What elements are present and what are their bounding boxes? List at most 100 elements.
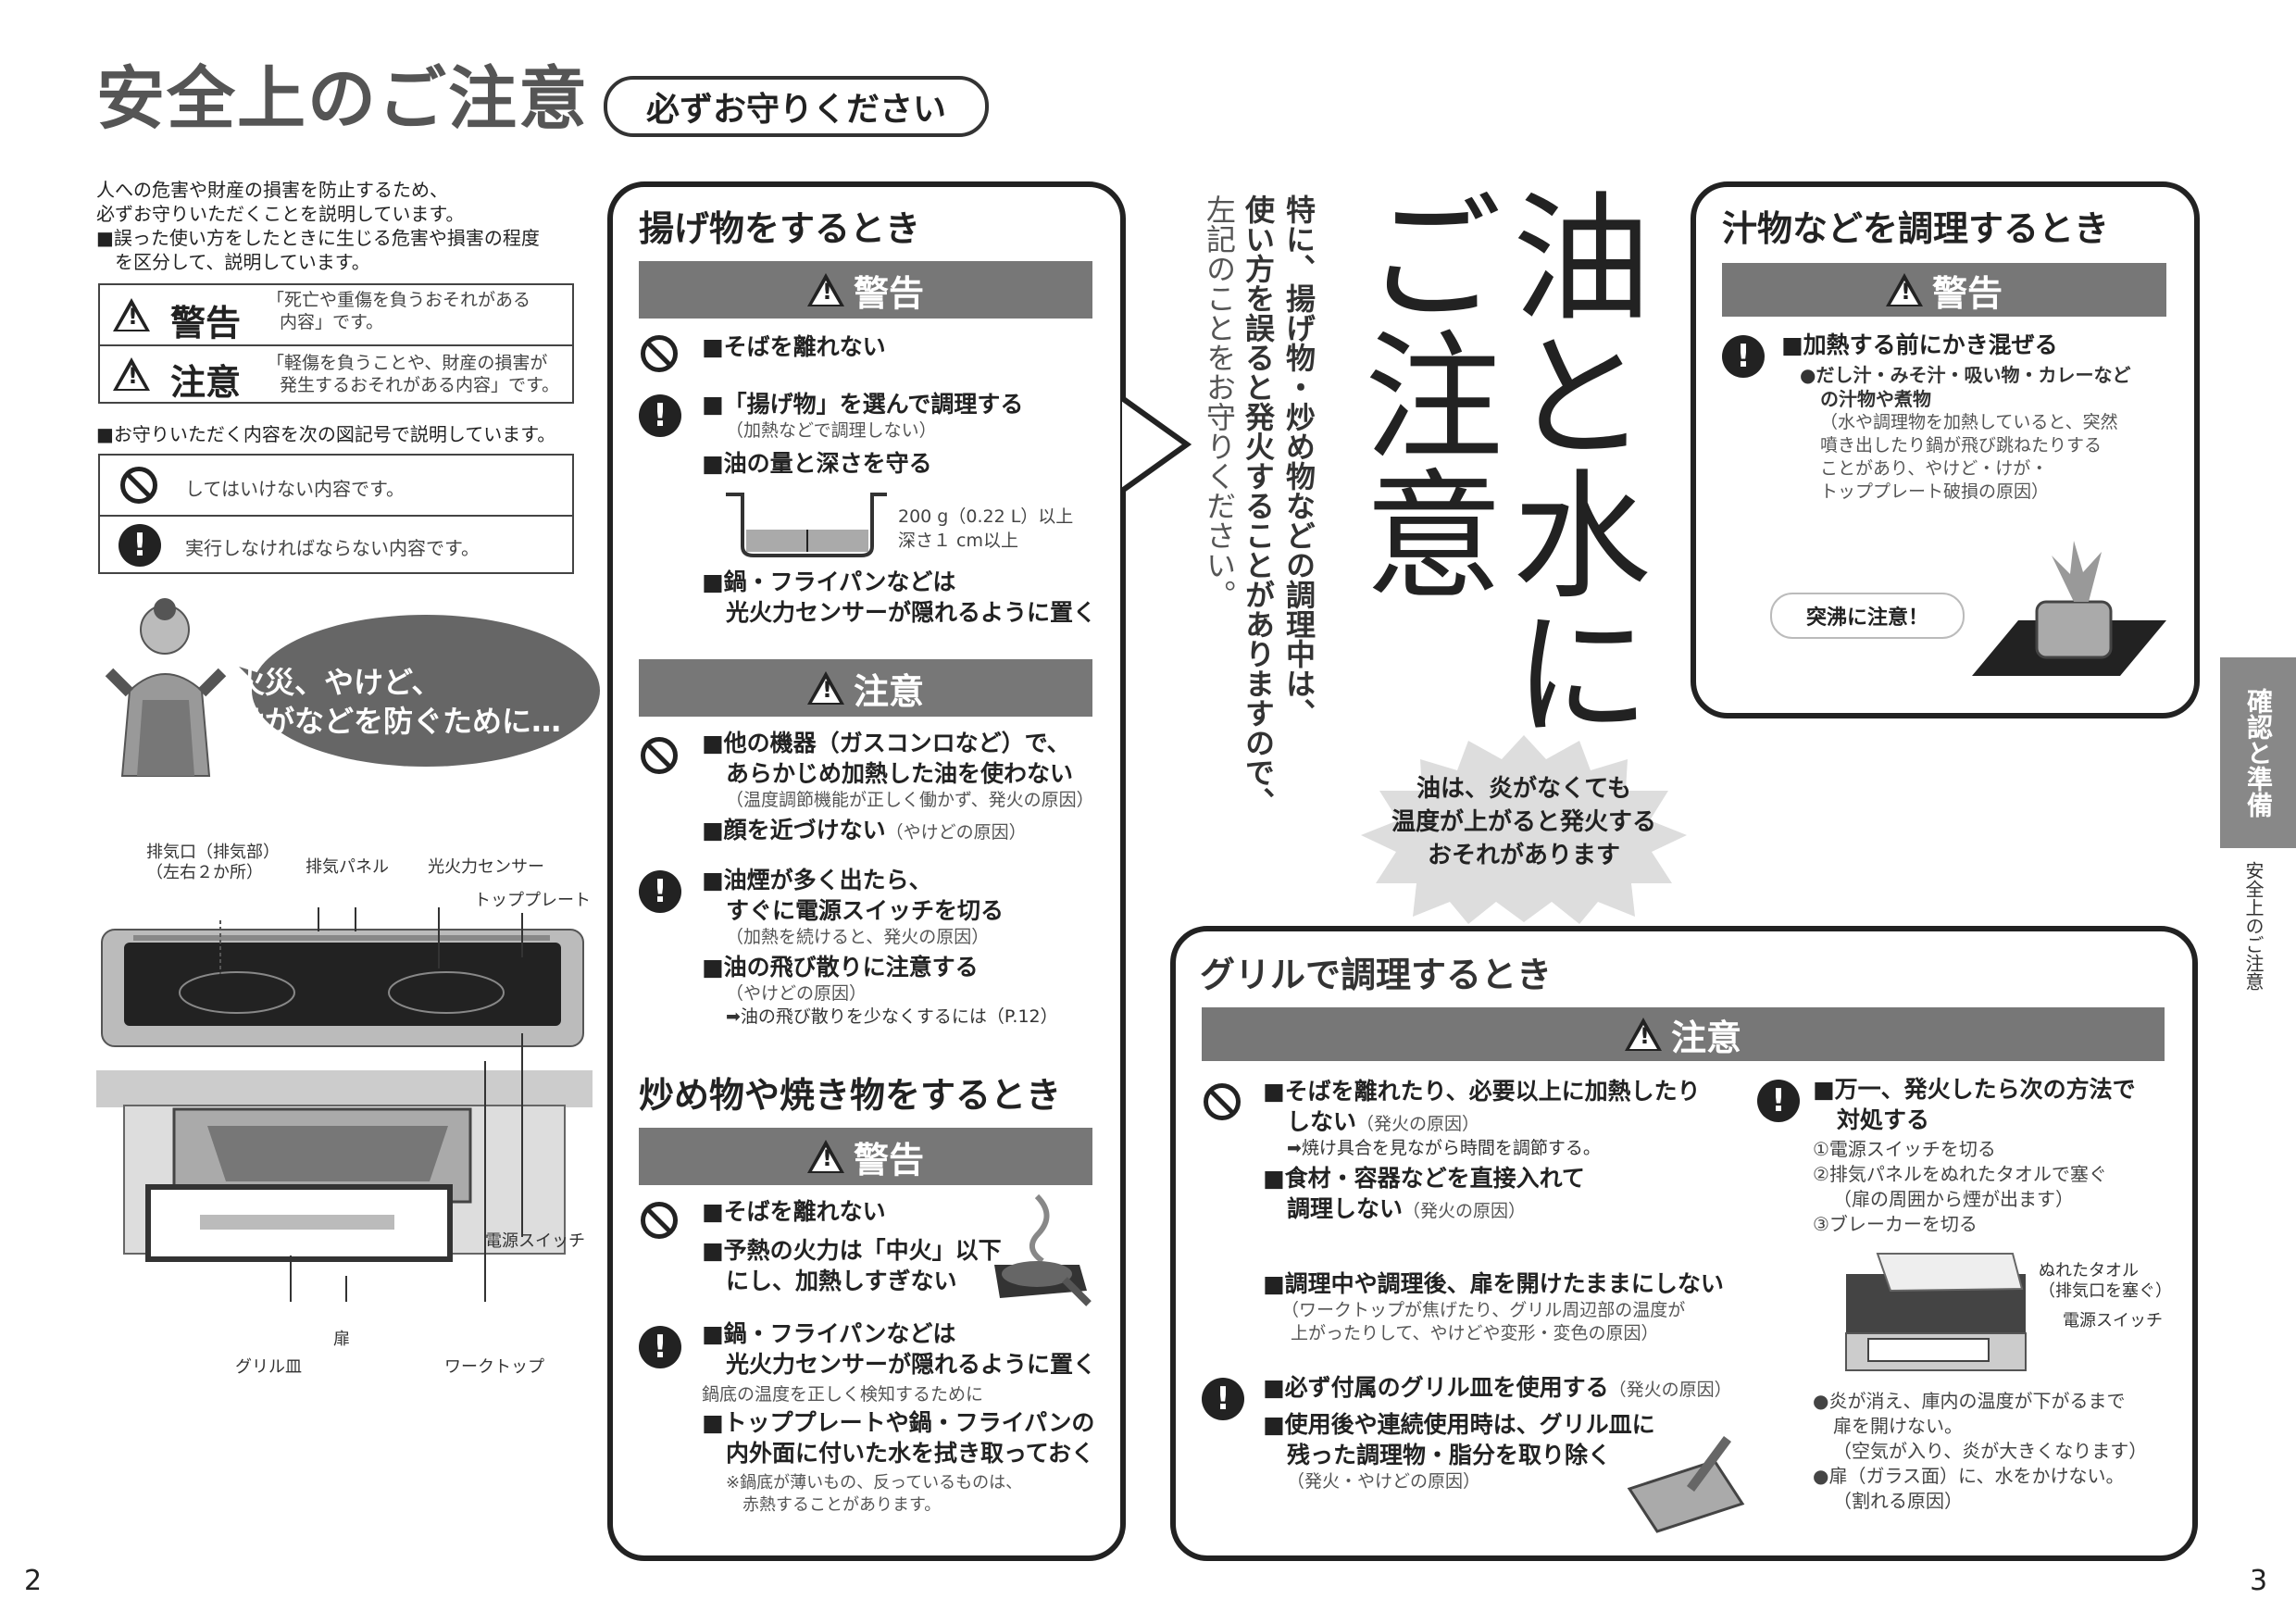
prohibit-icon bbox=[641, 737, 678, 774]
mandatory-icon: ! bbox=[639, 1326, 681, 1368]
intro-line: を区分して、説明しています。 bbox=[115, 251, 370, 273]
stir-note: 鍋底の温度を正しく検知するために bbox=[702, 1384, 984, 1405]
soup-item: ■加熱する前にかき混ぜる bbox=[1781, 331, 2058, 358]
prohibit-icon bbox=[1204, 1083, 1241, 1120]
grill-item: ■使用後や連続使用時は、グリル皿に残った調理物・脂分を取り除く（発火・やけどの原… bbox=[1263, 1411, 1655, 1492]
intro-line: ■誤った使い方をしたときに生じる危害や損害の程度 bbox=[96, 227, 540, 249]
intro-line: 人への危害や財産の損害を防止するため、 bbox=[96, 179, 448, 201]
burst-shape bbox=[1361, 735, 1687, 924]
headline-caution: ご注意 bbox=[1341, 185, 1502, 602]
grill-pan-illustration bbox=[1627, 1436, 1745, 1533]
frying-panel bbox=[607, 181, 1126, 1561]
soup-title: 汁物などを調理するとき bbox=[1722, 208, 2110, 249]
symbol-legend: してはいけない内容です。 ! 実行しなければならない内容です。 bbox=[98, 454, 574, 574]
caution-description: 「軽傷を負うことや、財産の損害が発生するおそれがある内容」です。 bbox=[267, 353, 560, 395]
symbol-legend-heading: ■お守りいただく内容を次の図記号で説明しています。 bbox=[96, 423, 556, 445]
page-number-left: 2 bbox=[24, 1565, 43, 1597]
grill-item: ■調理中や調理後、扉を開けたままにしない（ワークトップが焦げたり、グリル周辺部の… bbox=[1263, 1270, 1724, 1343]
stir-item: ■トッププレートや鍋・フライパンの内外面に付いた水を拭き取っておく bbox=[702, 1409, 1095, 1467]
burst-text: 油は、炎がなくても温度が上がると発火するおそれがあります bbox=[1391, 775, 1656, 869]
mandatory-icon: ! bbox=[639, 394, 681, 437]
grill-emergency: ■万一、発火したら次の方法で対処する bbox=[1813, 1076, 2136, 1133]
headline-oil-water: 油と水に bbox=[1489, 185, 1650, 741]
stir-item: ■そばを離れない bbox=[702, 1198, 886, 1225]
label-exhaust: 排気口（排気部）（左右２か所） bbox=[146, 843, 280, 882]
towel-cooktop-illustration bbox=[1845, 1253, 2027, 1371]
warning-description: 「死亡や重傷を負うおそれがある内容」です。 bbox=[267, 290, 531, 332]
section-tab[interactable]: 確認と準備 bbox=[2220, 657, 2296, 848]
prohibit-icon bbox=[641, 335, 678, 372]
center-text-3: 左記のことをお守りください。 bbox=[1202, 194, 1237, 609]
emergency-notes: ●炎が消え、庫内の温度が下がるまで扉を開けない。（空気が入り、炎が大きくなります… bbox=[1813, 1390, 2148, 1512]
warning-icon bbox=[113, 298, 150, 331]
mandatory-icon: ! bbox=[639, 870, 681, 913]
cooktop-diagram bbox=[96, 907, 593, 1302]
grill-item: ■そばを離れたり、必要以上に加熱したりしない（発火の原因）➡焼け具合を見ながら時… bbox=[1263, 1078, 1701, 1158]
grill-caution-bar: 注意 bbox=[1202, 1007, 2165, 1061]
mandatory-description: 実行しなければならない内容です。 bbox=[185, 537, 480, 559]
intro-line: 必ずお守りいただくことを説明しています。 bbox=[96, 203, 465, 225]
bumping-warning-bubble: 突沸に注意！ bbox=[1770, 593, 1965, 639]
grill-title: グリルで調理するとき bbox=[1200, 955, 1553, 995]
grill-item: ■食材・容器などを直接入れて調理しない（発火の原因） bbox=[1263, 1165, 1585, 1222]
section-subtitle: 安全上のご注意 bbox=[2242, 861, 2265, 991]
fry-item: ■鍋・フライパンなどは光火力センサーが隠れるように置く bbox=[702, 568, 1097, 626]
must-follow-pill: 必ずお守りください bbox=[604, 76, 989, 137]
page-title: 安全上のご注意 bbox=[96, 59, 589, 139]
label-light-sensor: 光火力センサー bbox=[428, 857, 544, 877]
warning-icon bbox=[1885, 273, 1923, 306]
page-number-right: 3 bbox=[2250, 1565, 2268, 1597]
caution-icon bbox=[806, 671, 844, 705]
stir-fry-warning-bar: 警告 bbox=[639, 1128, 1092, 1185]
soup-examples: ●だし汁・みそ汁・吸い物・カレーなどの汁物や煮物 bbox=[1800, 364, 2131, 410]
warning-icon bbox=[806, 273, 844, 306]
label-top-plate: トッププレート bbox=[474, 891, 591, 910]
frying-warning-bar: 警告 bbox=[639, 261, 1092, 319]
center-text-1: 特に、揚げ物・炒め物などの調理中は、 bbox=[1281, 194, 1316, 728]
label-worktop: ワークトップ bbox=[444, 1357, 544, 1377]
warning-label: 警告 bbox=[170, 303, 242, 344]
label-grill-pan: グリル皿 bbox=[235, 1357, 302, 1377]
frying-title: 揚げ物をするとき bbox=[639, 208, 921, 249]
grill-item: ■必ず付属のグリル皿を使用する（発火の原因） bbox=[1263, 1374, 1732, 1401]
prohibit-icon bbox=[641, 1202, 678, 1239]
caution-icon bbox=[1624, 1018, 1662, 1051]
stir-item: ■予熱の火力は「中火」以下にし、加熱しすぎない bbox=[702, 1237, 1002, 1294]
pot-diagram bbox=[726, 493, 887, 557]
warning-icon bbox=[806, 1140, 844, 1173]
oil-depth: 深さ１ cm以上 bbox=[898, 531, 1018, 551]
fry-caution-item: ■他の機器（ガスコンロなど）で、あらかじめ加熱した油を使わない（温度調節機能が正… bbox=[702, 730, 1094, 810]
mandatory-icon: ! bbox=[1757, 1080, 1800, 1122]
label-wet-towel: ぬれたタオル（排気口を塞ぐ） bbox=[2039, 1261, 2172, 1301]
fry-caution-item: ■油の飛び散りに注意する（やけどの原因）➡油の飛び散りを少なくするには（P.12… bbox=[702, 954, 1058, 1027]
prohibit-icon bbox=[120, 467, 157, 504]
stir-fry-title: 炒め物や焼き物をするとき bbox=[639, 1075, 1062, 1116]
caution-label: 注意 bbox=[170, 362, 242, 403]
oil-amount: 200 g（0.22 L）以上 bbox=[898, 506, 1074, 527]
boiling-pot-illustration bbox=[1972, 541, 2166, 676]
mandatory-icon: ! bbox=[1202, 1378, 1244, 1420]
fry-item: ■「揚げ物」を選んで調理する（加熱などで調理しない） bbox=[702, 391, 1024, 441]
fry-item: ■油の量と深さを守る bbox=[702, 450, 932, 477]
prohibit-description: してはいけない内容です。 bbox=[185, 478, 405, 500]
woman-speech-bubble: 火災、やけど、 けがなどを防ぐために… bbox=[235, 663, 561, 741]
mandatory-icon: ! bbox=[1722, 335, 1765, 378]
intro-text: 人への危害や財産の損害を防止するため、 必ずお守りいただくことを説明しています。… bbox=[96, 178, 540, 274]
label-power-switch: 電源スイッチ bbox=[485, 1231, 585, 1251]
caution-icon bbox=[113, 357, 150, 391]
fry-caution-item: ■油煙が多く出たら、すぐに電源スイッチを切る（加熱を続けると、発火の原因） bbox=[702, 867, 1004, 947]
soup-warning-bar: 警告 bbox=[1722, 263, 2166, 317]
panel-pointer bbox=[1120, 395, 1192, 493]
bubble-line: 火災、やけど、 bbox=[235, 665, 442, 700]
soup-note: （水や調理物を加熱していると、突然噴き出したり鍋が飛び跳ねたりすることがあり、や… bbox=[1820, 412, 2118, 502]
stir-footnote: ※鍋底が薄いもの、反っているものは、赤熱することがあります。 bbox=[726, 1473, 1023, 1515]
bubble-line: けがなどを防ぐために… bbox=[235, 704, 562, 739]
fry-item: ■そばを離れない bbox=[702, 333, 886, 360]
label-exhaust-panel: 排気パネル bbox=[306, 857, 389, 877]
fry-caution-item: ■顔を近づけない（やけどの原因） bbox=[702, 817, 1027, 843]
stir-item: ■鍋・フライパンなどは光火力センサーが隠れるように置く bbox=[702, 1320, 1097, 1378]
frying-caution-bar: 注意 bbox=[639, 659, 1092, 717]
label-power-switch-2: 電源スイッチ bbox=[2063, 1311, 2163, 1330]
